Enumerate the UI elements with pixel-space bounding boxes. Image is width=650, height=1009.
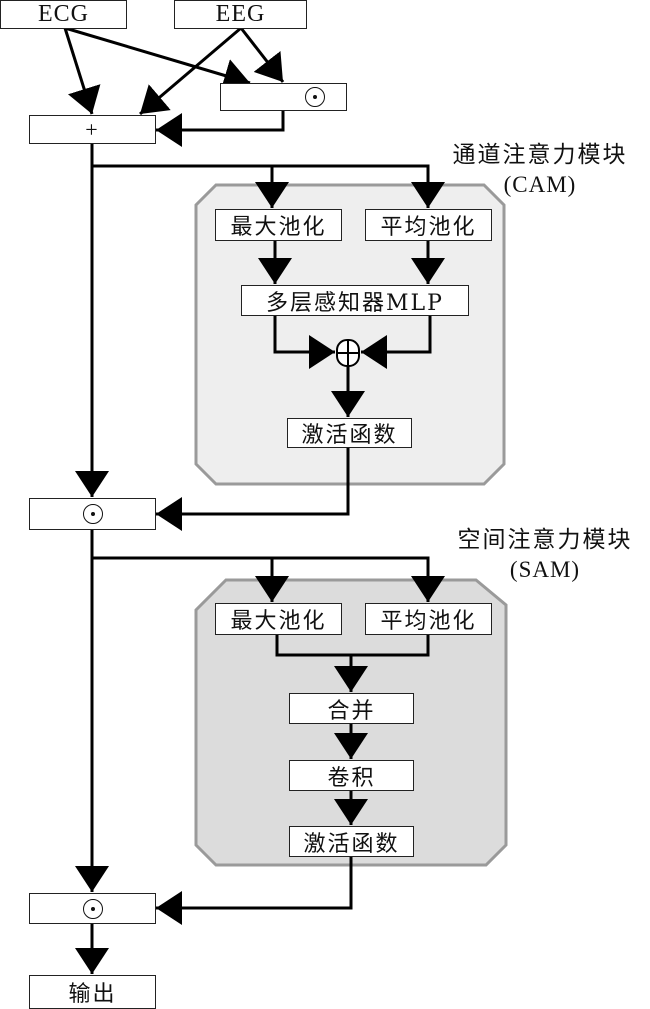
sam-activation-box: 激活函数 bbox=[289, 826, 414, 857]
plus-icon: + bbox=[85, 116, 100, 142]
sam-conv-label: 卷积 bbox=[327, 765, 376, 791]
sam-avg-pool-label: 平均池化 bbox=[380, 609, 477, 634]
cam-title: 通道注意力模块 (CAM) bbox=[430, 140, 650, 200]
arrow-sam-to-bottom bbox=[156, 856, 353, 925]
ecg-label: ECG bbox=[38, 1, 89, 27]
arrow-eeg-to-multiply bbox=[239, 27, 285, 83]
cam-title-text: 通道注意力模块 bbox=[452, 142, 628, 168]
arrow-ecg-to-add bbox=[63, 27, 101, 115]
sam-abbr: (SAM) bbox=[509, 557, 581, 582]
bottom-multiply-box bbox=[29, 893, 156, 924]
sam-title: 空间注意力模块 (SAM) bbox=[440, 525, 650, 585]
arrow-multiply-to-add bbox=[156, 110, 285, 147]
arrow-cam-to-mid bbox=[156, 447, 350, 531]
arrow-mlp-left-sum bbox=[273, 315, 335, 369]
eeg-label: EEG bbox=[215, 1, 266, 27]
sam-concat-label: 合并 bbox=[327, 698, 376, 724]
hadamard-product-icon bbox=[82, 898, 103, 919]
cam-mlp-box: 多层感知器MLP bbox=[241, 285, 469, 316]
cam-abbr: (CAM) bbox=[503, 172, 577, 197]
cam-mlp-label: 多层感知器MLP bbox=[266, 290, 444, 316]
top-multiply-box bbox=[220, 83, 347, 111]
output-box: 输出 bbox=[29, 975, 156, 1009]
sam-avg-pool-box: 平均池化 bbox=[365, 603, 492, 635]
cam-max-pool-box: 最大池化 bbox=[215, 209, 342, 241]
sam-activation-label: 激活函数 bbox=[303, 831, 400, 857]
ecg-input-box: ECG bbox=[0, 0, 127, 29]
cam-activation-box: 激活函数 bbox=[287, 418, 412, 448]
sam-max-pool-box: 最大池化 bbox=[215, 603, 342, 635]
circled-plus-icon bbox=[336, 339, 360, 367]
sam-conv-box: 卷积 bbox=[289, 760, 414, 791]
cam-activation-label: 激活函数 bbox=[301, 423, 398, 448]
mid-multiply-box bbox=[29, 498, 156, 530]
sam-title-text: 空间注意力模块 bbox=[457, 527, 633, 553]
hadamard-product-icon bbox=[82, 504, 103, 524]
arrow-eeg-to-add bbox=[139, 26, 242, 116]
sam-max-pool-label: 最大池化 bbox=[230, 609, 327, 634]
add-box: + bbox=[29, 115, 156, 144]
cam-avg-pool-box: 平均池化 bbox=[365, 209, 492, 241]
hadamard-product-icon bbox=[304, 87, 325, 107]
cam-max-pool-label: 最大池化 bbox=[230, 215, 327, 240]
output-label: 输出 bbox=[68, 982, 117, 1007]
arrow-ecg-to-multiply bbox=[64, 26, 251, 92]
eeg-input-box: EEG bbox=[174, 0, 307, 29]
arrow-mlp-right-sum bbox=[361, 315, 432, 369]
sam-concat-box: 合并 bbox=[289, 693, 414, 724]
cam-avg-pool-label: 平均池化 bbox=[380, 215, 477, 240]
